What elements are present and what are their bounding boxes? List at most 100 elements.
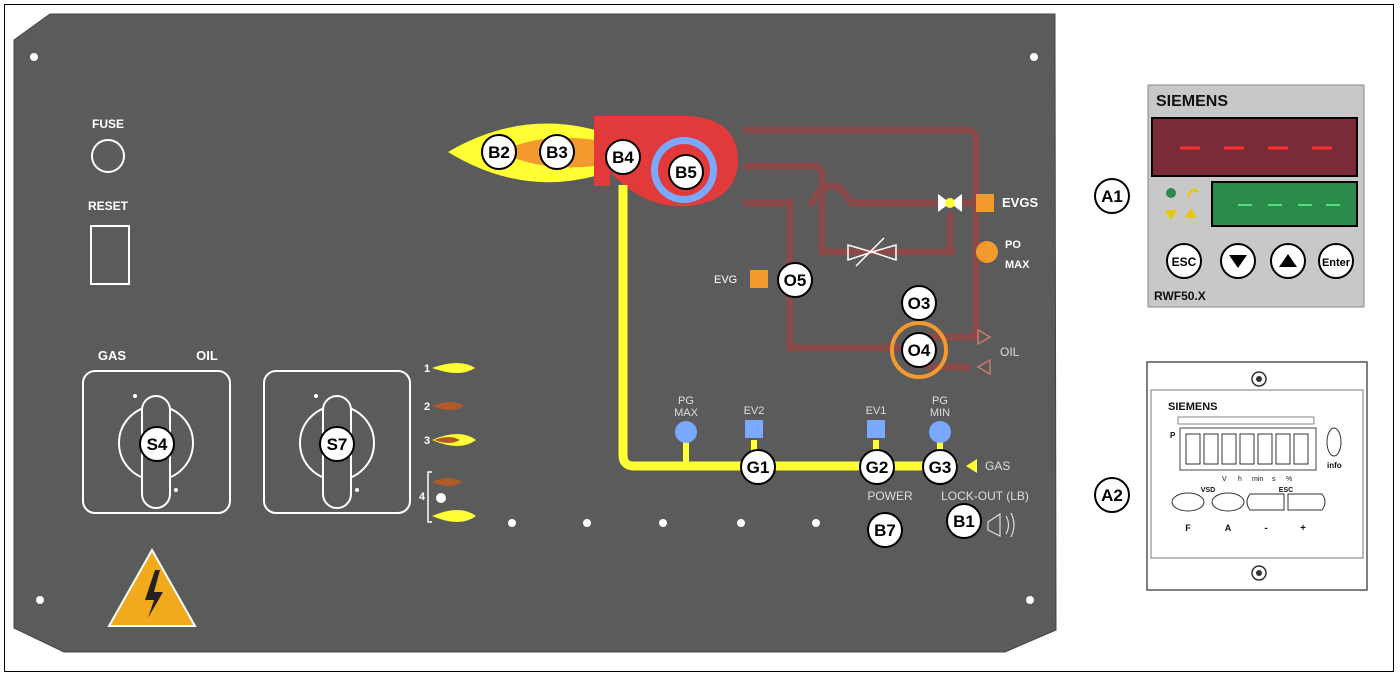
- lmv-unit-pct: %: [1286, 476, 1292, 483]
- gas-inlet-arrow-icon: [966, 459, 977, 473]
- po-max-label-top: PO: [1005, 239, 1021, 251]
- pg-min-label-top: PG: [932, 395, 948, 407]
- indicator-dot-3: [659, 519, 667, 527]
- stage-4-brown-flame-icon: [432, 478, 462, 486]
- callout-o4: O4: [908, 341, 931, 360]
- lockout-horn-icon: [987, 512, 1001, 537]
- indicator-dot-1: [508, 519, 516, 527]
- rwf50-status-yellow-icon: [1186, 188, 1199, 198]
- pg-max-label-bottom: MAX: [674, 407, 699, 419]
- po-max-gauge-icon: [976, 241, 998, 263]
- rwf50-model: RWF50.X: [1154, 289, 1206, 303]
- selector-s7-frame: [263, 370, 411, 514]
- lmv-key-f: F: [1185, 523, 1191, 533]
- callout-s4: S4: [147, 435, 168, 454]
- lmv-bottom-screw: [1251, 565, 1267, 581]
- stage-4-timer-icon: [436, 493, 446, 503]
- callout-b7: B7: [874, 521, 896, 540]
- lmv-lcd: [1179, 427, 1317, 471]
- lightning-bolt-icon: [145, 570, 163, 618]
- rwf50-status-green-icon: [1166, 188, 1176, 198]
- lmv-info-button[interactable]: [1326, 427, 1342, 457]
- selector-s4-dot-1: [133, 394, 137, 398]
- lmv-key-plus: +: [1300, 523, 1306, 534]
- lmv-unit-min: min: [1252, 476, 1263, 483]
- rwf50-up-triangle-icon: [1185, 208, 1197, 218]
- ev2-label: EV2: [744, 405, 765, 417]
- callout-b1: B1: [953, 512, 975, 531]
- ev1-label: EV1: [866, 405, 887, 417]
- power-label: POWER: [867, 489, 913, 503]
- indicator-dot-5: [812, 519, 820, 527]
- stage-4-bracket: [427, 471, 432, 523]
- pg-max-gauge-icon: [675, 421, 697, 443]
- reset-label: RESET: [88, 199, 129, 213]
- rwf50-lower-display: [1211, 181, 1358, 227]
- rwf50-down-triangle-icon: [1165, 210, 1177, 220]
- lmv-f-button[interactable]: [1171, 492, 1205, 512]
- stage-2-number: 2: [424, 401, 430, 413]
- callout-g1: G1: [747, 458, 770, 477]
- evg-label: EVG: [714, 274, 737, 286]
- mount-hole-bottom-left: [36, 596, 44, 604]
- lockout-horn-waves: [1005, 512, 1015, 538]
- lmv-key-minus: -: [1264, 523, 1267, 534]
- pg-min-label-bottom: MIN: [930, 407, 950, 419]
- callout-g3: G3: [929, 458, 952, 477]
- stage-4-yellow-flame-icon: [432, 510, 476, 522]
- oil-regulator-valve-icon-right: [869, 244, 897, 262]
- stage-4-number: 4: [419, 491, 426, 503]
- callout-a1: A1: [1101, 187, 1123, 206]
- stage-3-number: 3: [424, 435, 430, 447]
- selector-s4-dot-2: [174, 488, 178, 492]
- rwf50-enter-button[interactable]: [1318, 243, 1354, 279]
- lmv-a-button[interactable]: [1211, 492, 1245, 512]
- po-max-label-bottom: MAX: [1005, 259, 1030, 271]
- lmv-display-unit: SIEMENS P info V h min s % VSD ESC F A -…: [1146, 361, 1368, 591]
- lmv-minus-button[interactable]: [1246, 493, 1285, 511]
- ev1-valve-icon: [867, 420, 885, 438]
- lmv-brand: SIEMENS: [1168, 401, 1218, 413]
- pg-min-gauge-icon: [929, 421, 951, 443]
- oil-pump-ring: [890, 321, 948, 379]
- rwf50-esc-button[interactable]: [1166, 243, 1202, 279]
- lmv-unit-s: s: [1272, 476, 1276, 483]
- oil-return-arrow-icon: [976, 358, 991, 376]
- selector-s7-dot-2: [355, 488, 359, 492]
- lmv-top-screw: [1251, 371, 1267, 387]
- oil-line-label: OIL: [1000, 345, 1020, 359]
- rwf50-enter-label: Enter: [1322, 257, 1351, 269]
- callout-b4: B4: [612, 148, 634, 167]
- stage-2-brown-flame-icon: [432, 402, 464, 410]
- lmv-plus-button[interactable]: [1287, 493, 1326, 511]
- lockout-label: LOCK-OUT (LB): [941, 489, 1029, 503]
- fuse-label: FUSE: [92, 117, 124, 131]
- callout-o3: O3: [908, 294, 931, 313]
- gas-inlet-label: GAS: [985, 459, 1010, 473]
- evg-coil-icon: [750, 270, 768, 288]
- mount-hole-top-left: [30, 53, 38, 61]
- callout-g2: G2: [866, 458, 889, 477]
- outer-frame: [4, 4, 1394, 672]
- selector-s7-dot-1: [314, 394, 318, 398]
- oil-regulator-valve-icon: [847, 244, 875, 262]
- callout-b3: B3: [546, 143, 568, 162]
- callout-b2: B2: [488, 143, 510, 162]
- evgs-label: EVGS: [1002, 195, 1038, 210]
- reset-button[interactable]: [90, 225, 130, 285]
- lmv-p-label: P: [1170, 431, 1176, 440]
- stage-1-number: 1: [424, 363, 430, 375]
- fuse-holder[interactable]: [91, 139, 125, 173]
- lmv-key-a: A: [1225, 523, 1232, 533]
- callouts: B2 B3 B4 B5 O5 O3 O4 S4 S7 G1 G2 G3 B7 B…: [139, 134, 1130, 548]
- oil-outlet-arrow-icon: [977, 328, 992, 346]
- lmv-vsd-label: VSD: [1201, 487, 1215, 494]
- gas-label: GAS: [98, 348, 127, 363]
- evgs-coil-icon: [976, 194, 994, 212]
- gas-supply-line: [618, 185, 958, 471]
- oil-regulator-arrow: [855, 237, 885, 267]
- lmv-unit-v: V: [1222, 476, 1227, 483]
- stage-3-brown-core-icon: [434, 437, 460, 443]
- pg-max-label-top: PG: [678, 395, 694, 407]
